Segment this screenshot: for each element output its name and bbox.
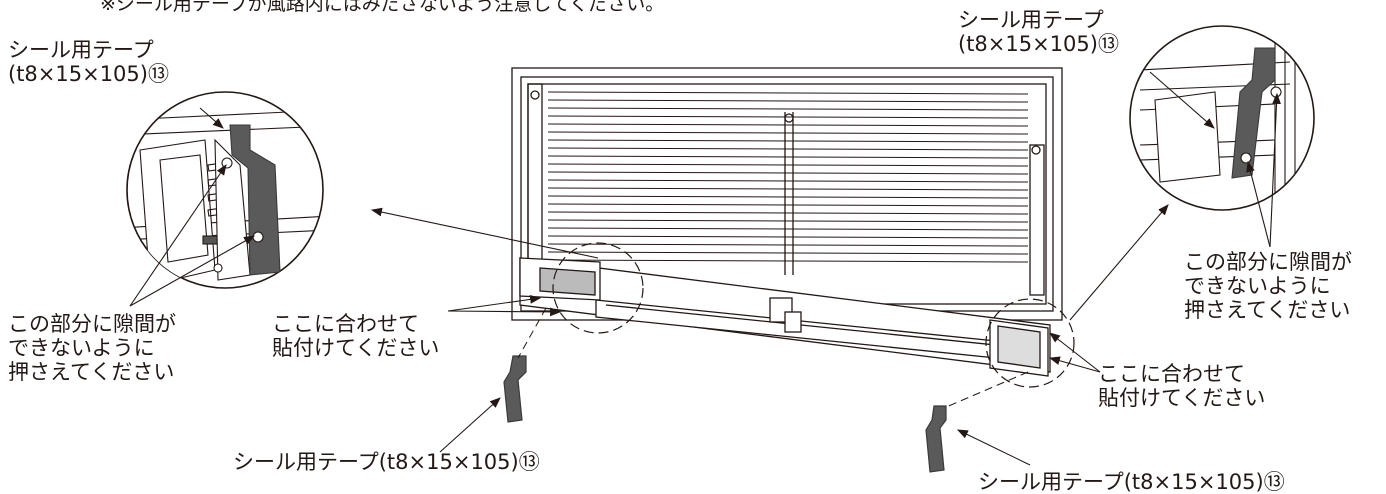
detail-view-right — [1129, 25, 1315, 211]
bottom-rail — [519, 257, 1051, 377]
louver-line — [547, 131, 1029, 135]
tape-label-bottom-left: シール用テープ(t8×15×105)⑬ — [233, 450, 540, 474]
louver-line — [547, 179, 1029, 183]
louver-line — [547, 195, 1029, 199]
gap-label-right: この部分に隙間が できないように 押さえてください — [1184, 250, 1352, 322]
callout-markers — [552, 242, 1075, 388]
louver-line — [547, 259, 1029, 263]
louver-line — [547, 147, 1029, 151]
louver-line — [547, 163, 1029, 167]
louver-line — [547, 203, 1029, 207]
guide-dashes — [517, 307, 1029, 409]
detail-view-left — [126, 91, 324, 289]
louver-line — [547, 123, 1029, 127]
louver-line — [547, 187, 1029, 191]
louver-line — [547, 235, 1029, 239]
tape-label-bottom-right: シール用テープ(t8×15×105)⑬ — [978, 470, 1285, 494]
louver-line — [547, 155, 1029, 159]
louver-line — [547, 99, 1029, 103]
louver-line — [547, 211, 1029, 215]
align-label-left: ここに合わせて 貼付けてください — [272, 312, 440, 360]
tape-label-top-right: シール用テープ (t8×15×105)⑬ — [958, 8, 1119, 56]
louver-line — [547, 243, 1029, 247]
top-note: ※シール用テープが風路内にはみださないよう注意してください。 — [100, 0, 665, 15]
louver-line — [547, 219, 1029, 223]
tape-label-top-left: シール用テープ (t8×15×105)⑬ — [8, 38, 169, 86]
louver-line — [547, 115, 1029, 119]
tape-piece-right — [925, 405, 947, 473]
louver-line — [547, 107, 1029, 111]
leader-lines — [129, 71, 1281, 466]
louver-line — [547, 251, 1029, 255]
gap-label-left: この部分に隙間が できないように 押さえてください — [8, 312, 176, 384]
align-label-right: ここに合わせて 貼付けてください — [1098, 362, 1266, 410]
louver-line — [547, 171, 1029, 175]
tape-piece-left — [503, 355, 527, 423]
louver-line — [547, 139, 1029, 143]
louver-line — [547, 91, 1029, 95]
louver-line — [547, 227, 1029, 231]
